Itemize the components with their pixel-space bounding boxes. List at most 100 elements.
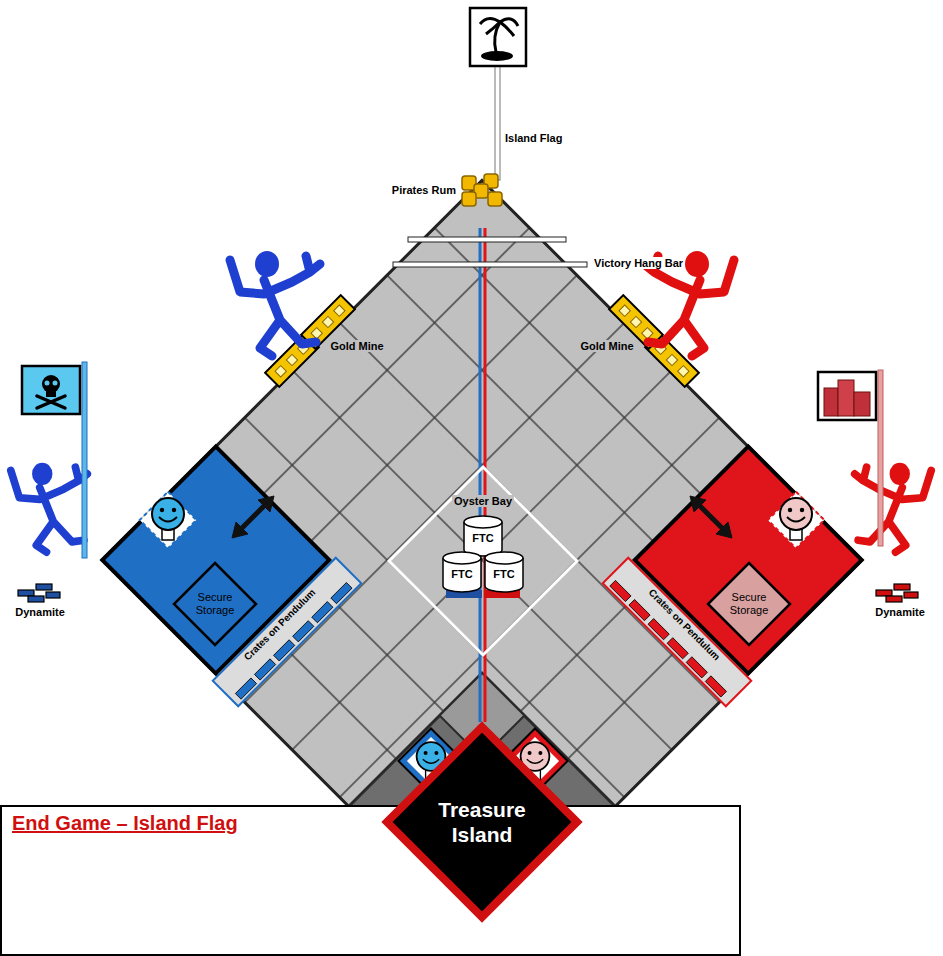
alliance-flag	[46, 390, 56, 397]
robot-icon	[152, 498, 184, 540]
shape-outline	[174, 563, 256, 645]
alliance-flag	[824, 388, 838, 416]
flag-label: Island Flag	[503, 132, 564, 144]
gold-mine	[286, 354, 297, 365]
center-line	[484, 228, 487, 722]
center-line	[480, 228, 485, 722]
ftc-stack: FTC	[463, 515, 503, 557]
dynamite	[894, 584, 910, 590]
hang-bar	[393, 262, 587, 267]
double-arrow	[690, 496, 706, 512]
dynamite	[28, 596, 44, 602]
node-text: Secure Storage	[191, 591, 239, 617]
gold-mine	[334, 305, 345, 316]
node-outline	[601, 556, 752, 707]
crate	[686, 657, 707, 678]
node-text: FTC	[484, 568, 524, 580]
alliance-flag	[22, 362, 883, 558]
ftc-stack: FTC	[442, 551, 482, 593]
center-line	[479, 228, 482, 722]
part-label: Gold Mine	[328, 340, 385, 352]
gold-mine	[311, 328, 322, 339]
shape-outline	[213, 558, 361, 706]
dynamite	[36, 584, 52, 590]
dynamite	[904, 592, 918, 598]
storage-diamond: Secure Storage	[706, 561, 792, 647]
gold-mine	[619, 305, 630, 316]
part-label: Dynamite	[873, 606, 927, 618]
node-outline	[387, 465, 579, 657]
island-flag	[470, 8, 526, 180]
alliance-flag	[82, 362, 87, 558]
shape-outline	[464, 516, 502, 528]
dynamite	[876, 590, 892, 596]
node-text: Secure Storage	[725, 591, 773, 617]
alliance-flag	[838, 380, 854, 416]
crate	[667, 638, 688, 659]
part-label: Dynamite	[13, 606, 67, 618]
gold-mine	[322, 316, 333, 327]
node-text: Oyster Bay	[452, 495, 514, 507]
double-arrow	[696, 502, 726, 532]
alliance-flag	[45, 381, 50, 386]
alliance-flag	[854, 392, 870, 416]
double-arrow	[238, 502, 268, 532]
gold-mine	[666, 354, 677, 365]
shape-outline	[603, 558, 751, 706]
robot-icon	[140, 492, 197, 549]
rum-barrels	[488, 192, 502, 206]
dynamite	[18, 590, 34, 596]
pirate-figure	[855, 463, 932, 552]
part-label: Gold Mine	[578, 340, 635, 352]
pirate-figure	[230, 251, 320, 356]
alliance-flag	[22, 366, 80, 414]
crate	[254, 659, 275, 680]
storage-diamond: Secure Storage	[172, 561, 258, 647]
double-arrow	[716, 522, 732, 538]
alliance-flag	[818, 372, 876, 420]
island-flag	[480, 18, 518, 36]
caption-box	[1, 806, 740, 955]
alliance-flag	[878, 370, 883, 546]
node-text: FTC	[442, 568, 482, 580]
robot-icon	[140, 492, 825, 549]
robot-icon	[768, 492, 825, 549]
crate	[312, 602, 333, 623]
shape-outline	[485, 552, 523, 564]
robot-icon	[780, 498, 812, 540]
shape-outline	[387, 727, 577, 917]
rum-barrels	[462, 174, 502, 206]
gold-mine	[642, 328, 653, 339]
gold-mine	[275, 366, 286, 377]
part-label: Pirates Rum	[390, 184, 458, 196]
island-diamond: Treasure Island	[382, 722, 582, 922]
part-label: Victory Hang Bar	[592, 257, 685, 269]
pirate-figure	[11, 251, 931, 552]
node-outline	[211, 556, 362, 707]
gold-mine	[678, 366, 689, 377]
double-arrow	[232, 522, 248, 538]
crate	[705, 676, 726, 697]
crate	[610, 580, 631, 601]
rum-barrels	[462, 192, 476, 206]
crate	[293, 621, 314, 642]
alliance-flag	[37, 396, 65, 408]
alliance-flag	[53, 381, 58, 386]
hang-bar	[393, 237, 587, 267]
gold-mine	[265, 295, 699, 387]
node-outline	[382, 722, 582, 922]
zone-diamond: Oyster BayFTCFTCFTC	[387, 465, 579, 657]
dynamite	[46, 592, 60, 598]
dynamite	[886, 596, 902, 602]
pirate-figure	[11, 463, 88, 552]
shape-outline	[708, 563, 790, 645]
node-text: FTC	[463, 532, 503, 544]
island-flag	[470, 8, 526, 66]
crate-rail: Crates on Pendulum	[601, 556, 752, 707]
caption-heading: End Game – Island Flag	[12, 812, 238, 835]
crate	[235, 678, 256, 699]
crate	[629, 599, 650, 620]
crate	[648, 619, 669, 640]
double-arrow	[258, 496, 274, 512]
